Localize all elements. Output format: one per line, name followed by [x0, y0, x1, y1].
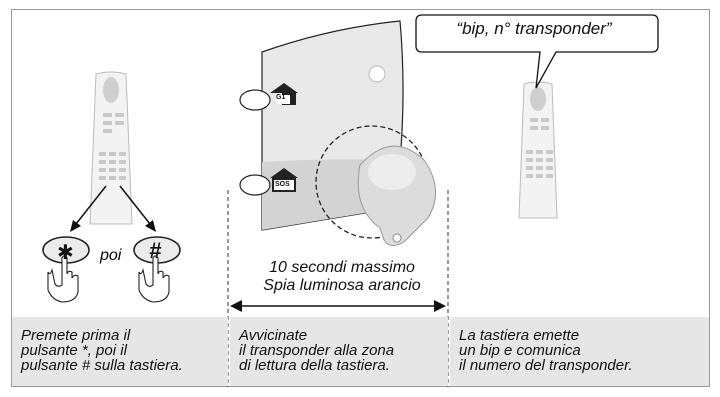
hash-key-label: # [149, 238, 162, 263]
keypad-closeup [239, 20, 437, 246]
keypad-left [89, 71, 133, 225]
timing-label: 10 secondi massimo Spia luminosa arancio [236, 259, 448, 295]
home-icon [270, 83, 298, 105]
caption-3-line-1: La tastiera emette [459, 327, 580, 344]
caption-3-line-2: un bip e comunica [459, 342, 581, 359]
caption-1-line-2: pulsante *, poi il [21, 342, 127, 359]
transponder-fob [357, 145, 437, 246]
caption-2-line-1: Avvicinate [239, 327, 308, 344]
sos-icon-badge: SOS [275, 181, 290, 188]
led-top [239, 89, 271, 111]
caption-1-line-1: Premete prima il [21, 327, 131, 344]
star-key-label: ✱ [57, 242, 74, 264]
caption-1-line-3: pulsante # sulla tastiera. [21, 357, 183, 374]
caption-3-line-3: il numero del transponder. [459, 357, 633, 374]
sos-home-icon [270, 168, 298, 192]
keypad-right [518, 81, 558, 219]
speech-bubble-text: “bip, n° transponder” [456, 19, 612, 38]
caption-step-3: La tastiera emette un bip e comunica il … [450, 317, 709, 386]
timing-line-1: 10 secondi massimo [269, 259, 415, 276]
caption-2-line-3: di lettura della tastiera. [239, 357, 390, 374]
caption-step-2: Avvicinate il transponder alla zona di l… [230, 317, 448, 386]
arrow-to-hash [119, 185, 151, 225]
hand-left [47, 255, 79, 303]
led-bottom [239, 174, 271, 196]
home-icon-badge: G1 [276, 94, 286, 101]
caption-step-1: Premete prima il pulsante *, poi il puls… [12, 317, 228, 386]
hand-right [138, 255, 170, 303]
speech-bubble [415, 14, 659, 89]
arrow-to-star [75, 185, 107, 225]
caption-2-line-2: il transponder alla zona [239, 342, 395, 359]
poi-label: poi [100, 247, 122, 264]
timing-line-2: Spia luminosa arancio [263, 277, 421, 294]
